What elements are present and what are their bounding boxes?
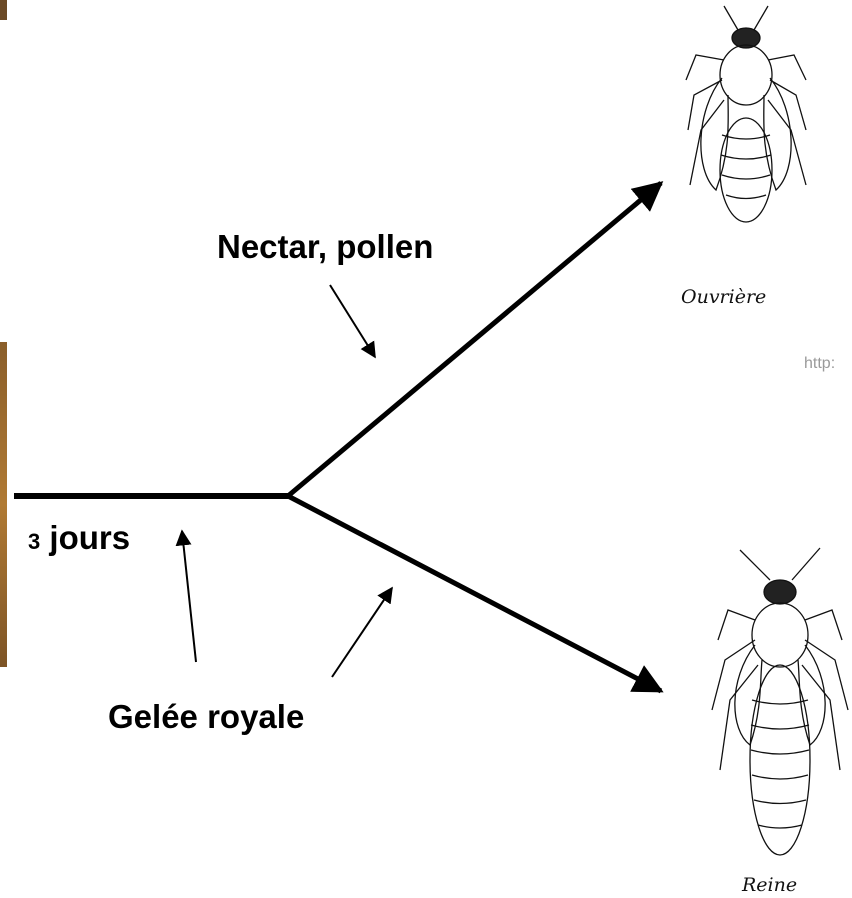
worker-caption: Ouvrière [681, 286, 766, 308]
nectar-pointer-arrow [330, 285, 375, 357]
lower-branch-arrow [288, 496, 661, 691]
days-number: 3 [28, 529, 40, 554]
queen-caption: Reine [742, 874, 797, 896]
source-url-fragment: http: [804, 355, 835, 373]
gelee-pointer-arrow [332, 588, 392, 677]
days-word: jours [40, 519, 130, 556]
nectar-pollen-label: Nectar, pollen [217, 228, 433, 266]
jours-pointer-arrow [182, 531, 196, 662]
royal-jelly-label: Gelée royale [108, 698, 304, 736]
three-days-label: 3 jours [28, 519, 130, 557]
worker-bee-drawing [676, 0, 836, 240]
queen-bee-drawing [700, 540, 852, 870]
